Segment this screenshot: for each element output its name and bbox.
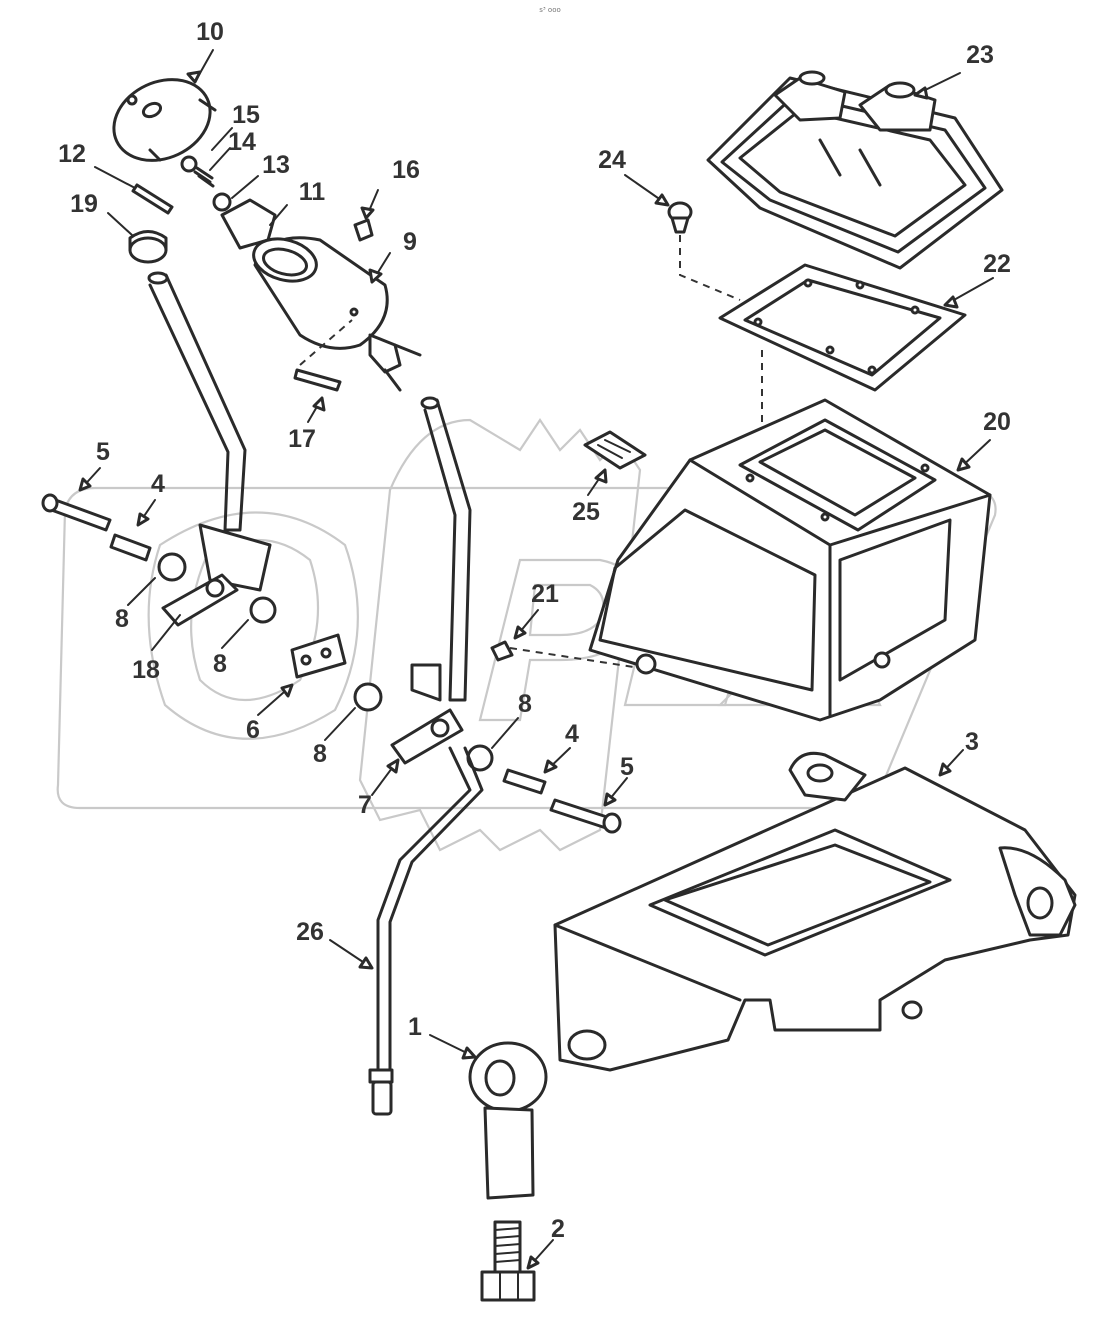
callout-21: 21 (531, 580, 559, 608)
callout-14: 14 (228, 128, 256, 156)
link-bracket-18 (161, 573, 239, 627)
callout-9: 9 (403, 228, 417, 256)
bushing-8c (353, 682, 383, 712)
plate-part-25 (583, 430, 647, 470)
callout-26: 26 (296, 918, 324, 946)
bolt-part-5-right (549, 798, 622, 834)
clip-part (220, 198, 277, 250)
console-cover-part (588, 398, 992, 722)
callout-17: 17 (288, 425, 316, 453)
pin-part-4-left (109, 533, 152, 562)
callout-5-left: 5 (96, 438, 110, 466)
callout-8-center: 8 (313, 740, 327, 768)
callout-8-right: 8 (518, 690, 532, 718)
corner-mark: s³ ooo (539, 6, 561, 14)
detent-parts (180, 155, 232, 212)
callout-24: 24 (598, 146, 626, 174)
bolt-part-2 (480, 1220, 536, 1302)
callout-2: 2 (551, 1215, 565, 1243)
callout-6: 6 (246, 716, 260, 744)
callout-23: 23 (966, 41, 994, 69)
callout-12: 12 (58, 140, 86, 168)
callout-19: 19 (70, 190, 98, 218)
callout-20: 20 (983, 408, 1011, 436)
callout-labels: 10 15 14 13 12 16 11 19 9 17 23 24 22 20… (58, 18, 1011, 1243)
callout-4-right: 4 (565, 720, 579, 748)
callout-25: 25 (572, 498, 600, 526)
screw-part-21 (490, 640, 514, 662)
callout-8-left: 8 (115, 605, 129, 633)
callout-22: 22 (983, 250, 1011, 278)
callout-3: 3 (965, 728, 979, 756)
bushing-8a (157, 552, 187, 582)
shift-housing-part (252, 236, 422, 392)
bolt-part-5-left (41, 493, 112, 532)
callout-7: 7 (358, 791, 372, 819)
roll-pin-part (131, 183, 174, 215)
shift-boot-part (706, 70, 1004, 270)
callout-1: 1 (408, 1013, 422, 1041)
callout-10: 10 (196, 18, 224, 46)
callout-8-mid: 8 (213, 650, 227, 678)
pin-part-4-right (502, 768, 547, 795)
cable-part-26 (368, 746, 484, 1116)
gasket-part-22 (718, 263, 967, 392)
rod-end-part (468, 1041, 548, 1200)
link-bracket-7 (390, 708, 464, 765)
left-shift-lever (147, 271, 272, 592)
callout-4-left: 4 (151, 470, 165, 498)
callout-leaders (78, 49, 994, 1270)
base-plate-part (553, 751, 1077, 1072)
cap-part-24 (667, 201, 693, 234)
pin-part-17 (293, 368, 342, 392)
plate-part-6 (290, 633, 347, 679)
screw-part-16 (353, 218, 374, 242)
callout-13: 13 (262, 151, 290, 179)
plug-part (128, 230, 168, 264)
center-shift-lever (410, 396, 472, 702)
callout-11: 11 (299, 178, 326, 206)
bushing-8b (249, 596, 277, 624)
callout-18: 18 (132, 656, 160, 684)
callout-16: 16 (392, 156, 420, 184)
knob-cap-part (112, 78, 217, 162)
callout-5-right: 5 (620, 753, 634, 781)
callout-15: 15 (232, 101, 260, 129)
